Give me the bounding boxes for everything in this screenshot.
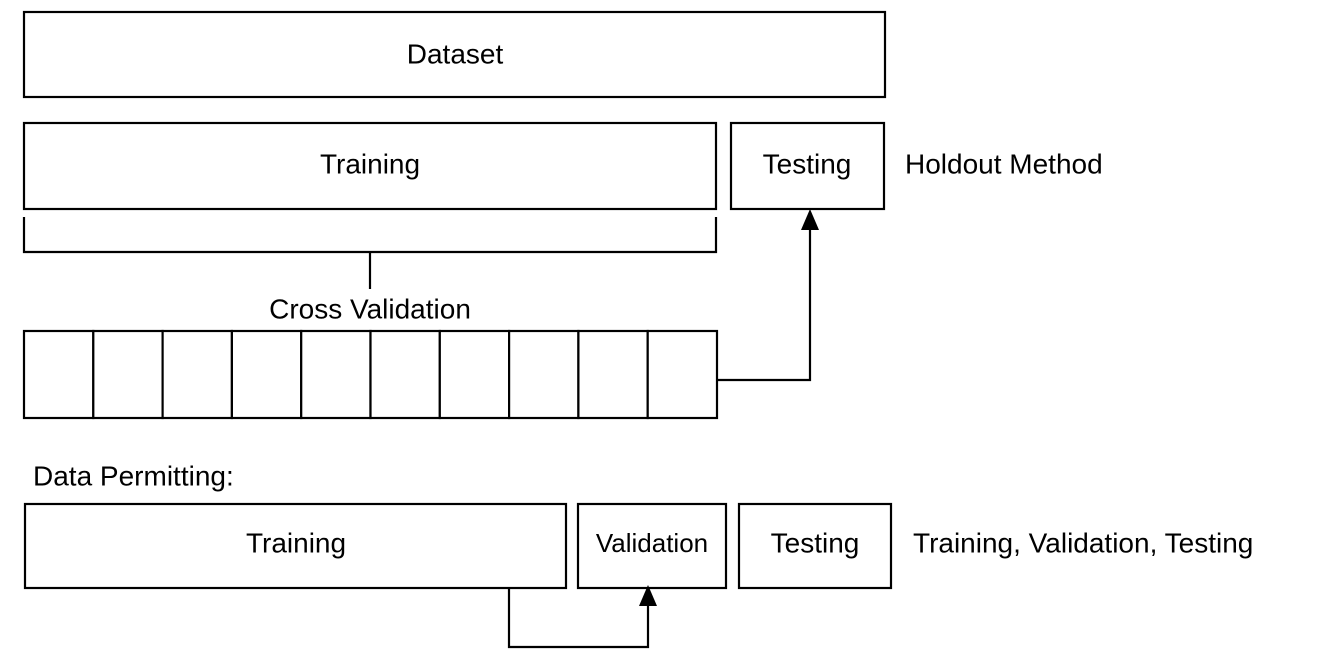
holdout-training-box: Training [22,121,718,211]
dataset-box-rect [22,10,887,99]
folds-to-testing-connector [717,229,812,382]
dataset-box-label: Dataset [407,38,504,69]
training-to-validation-connector [507,588,650,649]
permitting-validation-rect [576,502,728,590]
permitting-testing-box: Testing [737,502,893,590]
fold-cell [369,329,441,420]
permitting-testing-rect [737,502,893,590]
holdout-testing-label: Testing [763,148,852,179]
holdout-testing-box: Testing [729,121,886,211]
holdout-testing-rect [729,121,886,211]
fold-cell [230,329,303,420]
permitting-training-rect [23,502,568,590]
folds-to-testing-arrowhead [801,209,819,230]
cross-validation-label: Cross Validation [269,293,471,324]
cross-validation-bracket [22,217,718,254]
holdout-method-label: Holdout Method [905,148,1103,179]
holdout-training-rect [22,121,718,211]
permitting-testing-label: Testing [771,527,860,558]
fold-cell [508,329,580,420]
fold-cell [300,329,372,420]
permitting-training-label: Training [246,527,346,558]
fold-cell [577,329,649,420]
fold-cell [438,329,511,420]
data-permitting-heading: Data Permitting: [33,460,234,491]
permitting-method-label: Training, Validation, Testing [913,527,1253,558]
permitting-validation-box: Validation [576,502,728,590]
permitting-validation-label: Validation [596,528,708,558]
training-to-validation-arrowhead [639,585,657,606]
dataset-box: Dataset [22,10,887,99]
fold-cell [22,329,95,420]
fold-cell [646,329,719,420]
permitting-training-box: Training [23,502,568,590]
fold-cell [161,329,234,420]
cross-validation-folds [22,329,719,420]
holdout-training-label: Training [320,148,420,179]
fold-cell [92,329,164,420]
